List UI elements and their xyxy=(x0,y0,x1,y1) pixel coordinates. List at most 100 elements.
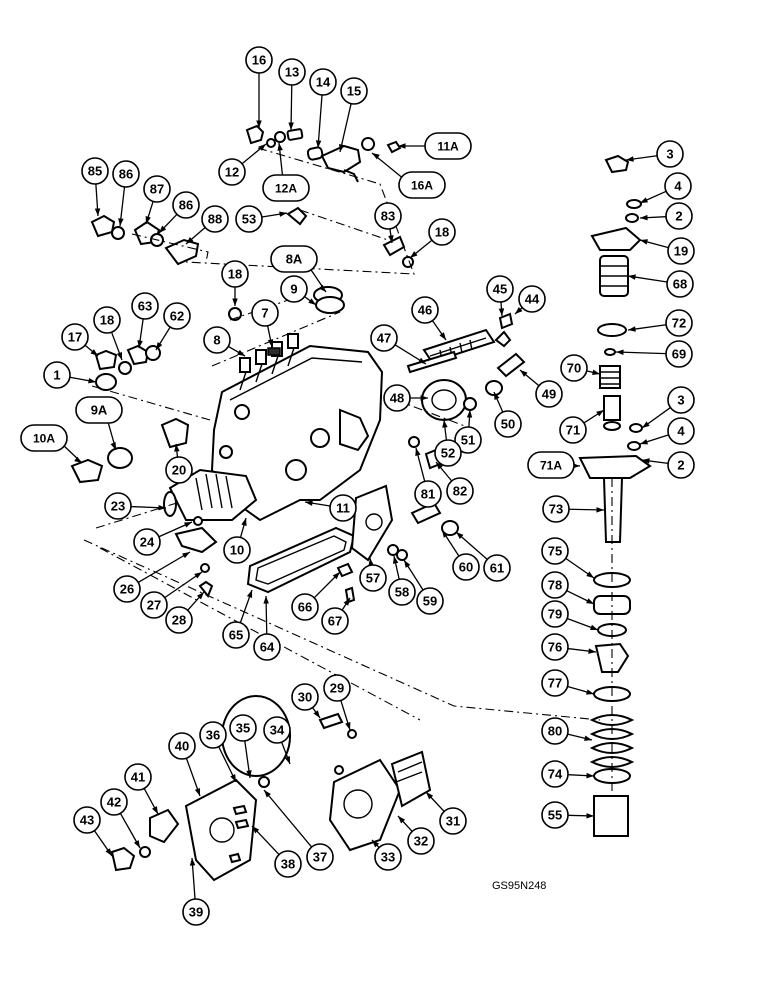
callout-arrow-65 xyxy=(246,590,253,598)
callout-number: 53 xyxy=(242,212,256,227)
callout-number: 82 xyxy=(453,484,467,499)
callout-arrow-20 xyxy=(174,444,180,452)
callout-arrow-62 xyxy=(156,342,163,350)
callout-arrow-32 xyxy=(398,816,406,824)
callout-57: 57 xyxy=(359,564,387,592)
callout-number: 71 xyxy=(566,423,580,438)
callout-arrow-2 xyxy=(640,214,648,221)
callout-shape xyxy=(113,575,141,603)
callout-81: 81 xyxy=(414,480,442,508)
callout-number: 7 xyxy=(261,306,268,321)
callout-58: 58 xyxy=(388,578,416,606)
callout-15: 15 xyxy=(340,77,368,105)
callout-number: 18 xyxy=(435,225,449,240)
callout-arrow-12 xyxy=(258,144,266,151)
callout-number: 81 xyxy=(421,487,435,502)
callout-3: 3 xyxy=(667,386,695,414)
callout-number: 20 xyxy=(172,463,186,478)
callout-leader-14 xyxy=(317,94,323,149)
callout-number: 45 xyxy=(493,282,507,297)
callout-8A: 8A xyxy=(270,245,318,273)
callout-arrow-40 xyxy=(194,788,201,796)
callout-shape xyxy=(222,621,250,649)
callout-34: 34 xyxy=(263,716,291,744)
callout-number: 10A xyxy=(33,432,55,446)
callout-arrow-17 xyxy=(90,349,98,356)
callout-2: 2 xyxy=(667,451,695,479)
callout-shape xyxy=(559,416,587,444)
callout-shape xyxy=(291,683,319,711)
callout-number: 4 xyxy=(674,179,682,194)
callout-number: 79 xyxy=(548,607,562,622)
callout-27: 27 xyxy=(140,591,168,619)
callout-number: 28 xyxy=(172,613,186,628)
callout-arrow-63 xyxy=(137,340,143,348)
callout-shape xyxy=(486,275,514,303)
callout-shape xyxy=(370,324,398,352)
callout-41: 41 xyxy=(124,763,152,791)
callout-arrow-73 xyxy=(596,507,604,513)
callout-28: 28 xyxy=(165,606,193,634)
callout-73: 73 xyxy=(542,495,570,523)
callout-number: 52 xyxy=(441,446,455,461)
callout-shape xyxy=(667,386,695,414)
callout-number: 29 xyxy=(330,681,344,696)
callout-31: 31 xyxy=(439,807,467,835)
callout-arrow-77 xyxy=(586,689,594,695)
callout-shape xyxy=(20,424,68,452)
callout-12A: 12A xyxy=(262,174,310,202)
callout-arrow-38 xyxy=(252,826,260,834)
callout-46: 46 xyxy=(411,296,439,324)
callout-shape xyxy=(323,674,351,702)
callout-shape xyxy=(542,495,570,523)
callout-arrow-70 xyxy=(592,369,600,375)
callout-69: 69 xyxy=(665,340,693,368)
left-fittings xyxy=(70,206,414,484)
callout-arrow-76 xyxy=(588,648,596,654)
callout-arrow-57 xyxy=(368,558,374,566)
callout-number: 62 xyxy=(170,309,184,324)
callout-76: 76 xyxy=(541,633,569,661)
callout-12: 12 xyxy=(218,158,246,186)
callout-shape xyxy=(374,843,402,871)
callout-number: 2 xyxy=(677,458,684,473)
callout-9A: 9A xyxy=(75,396,123,424)
callout-arrow-39 xyxy=(189,858,196,866)
callout-arrow-79 xyxy=(590,624,598,630)
callout-arrow-10 xyxy=(241,518,247,526)
callout-shape xyxy=(428,218,456,246)
callout-shape xyxy=(667,237,695,265)
callout-shape xyxy=(416,587,444,615)
pump-housing xyxy=(210,333,384,522)
callout-arrow-74 xyxy=(586,772,594,779)
callout-10A: 10A xyxy=(20,424,68,452)
callout-52: 52 xyxy=(434,439,462,467)
plunger-column xyxy=(578,154,652,837)
callout-shape xyxy=(75,396,123,424)
callout-16A: 16A xyxy=(398,171,446,199)
callout-number: 58 xyxy=(395,585,409,600)
callout-number: 46 xyxy=(418,303,432,318)
callout-45: 45 xyxy=(486,275,514,303)
callout-arrow-4 xyxy=(640,439,648,445)
callout-shape xyxy=(541,801,569,829)
callout-86: 86 xyxy=(112,160,140,188)
callout-74: 74 xyxy=(541,760,569,788)
callout-number: 10 xyxy=(230,543,244,558)
callout-arrow-23 xyxy=(158,504,166,511)
callout-4: 4 xyxy=(664,172,692,200)
callout-shape xyxy=(172,191,200,219)
callout-number: 34 xyxy=(270,723,285,738)
callout-shape xyxy=(104,492,132,520)
callout-number: 26 xyxy=(120,582,134,597)
callout-shape xyxy=(398,171,446,199)
callout-18: 18 xyxy=(428,218,456,246)
callout-13: 13 xyxy=(278,58,306,86)
callout-number: 64 xyxy=(260,640,275,655)
callout-arrow-1 xyxy=(88,377,96,384)
callout-68: 68 xyxy=(666,270,694,298)
callout-shape xyxy=(494,410,522,438)
callout-arrow-49 xyxy=(520,370,528,377)
callout-shape xyxy=(541,600,569,628)
